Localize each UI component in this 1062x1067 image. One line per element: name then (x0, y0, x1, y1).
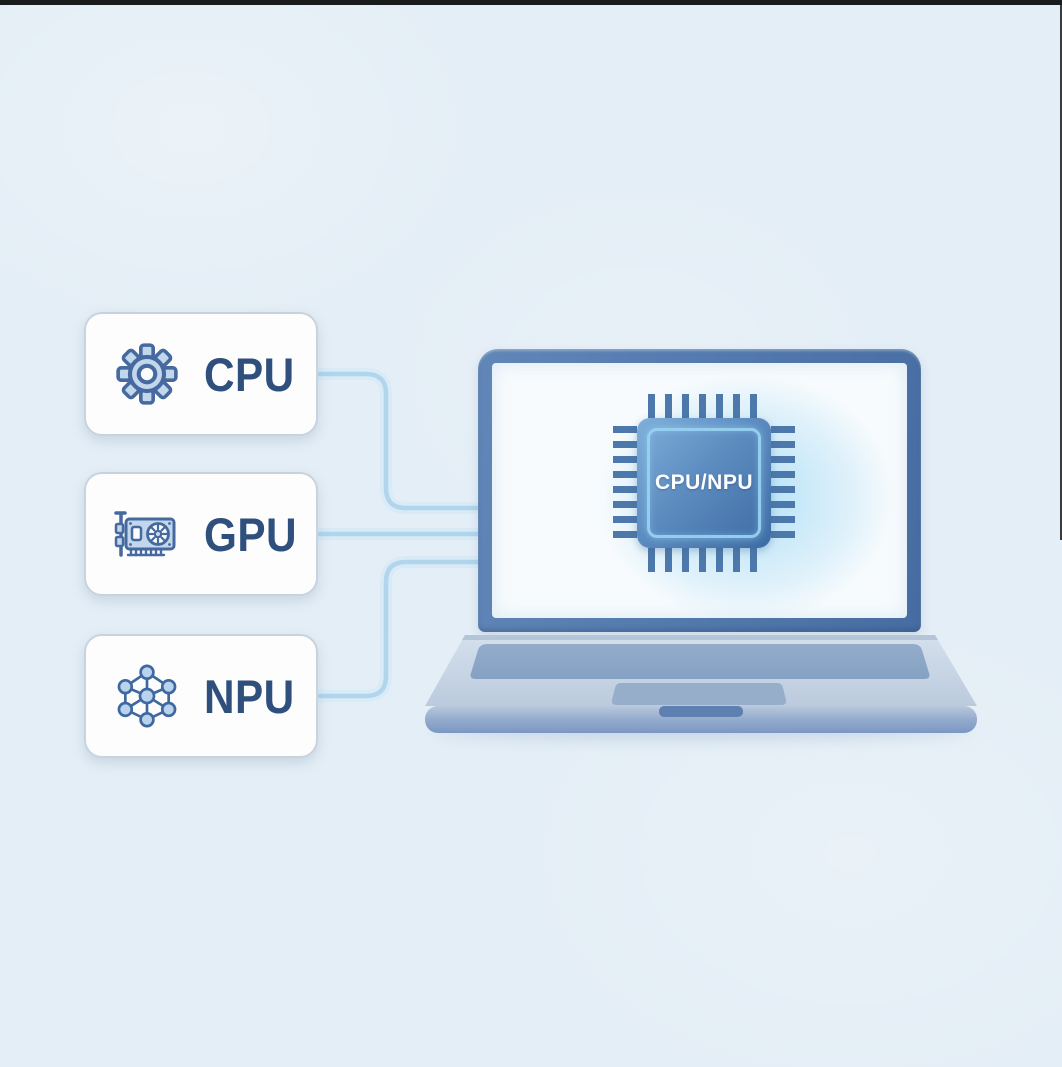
laptop-illustration: CPU/NPU (421, 345, 981, 745)
cpu-connector-line (317, 371, 563, 511)
chip-pins-right (771, 426, 795, 540)
laptop-base (425, 635, 977, 733)
npu-connector-line (317, 559, 563, 699)
node-box-npu: NPU (84, 634, 318, 758)
right-edge-artifact (1060, 0, 1062, 540)
gear-icon (116, 343, 178, 405)
chip-label: CPU/NPU (654, 471, 753, 494)
cpu-icon-slot (110, 341, 184, 407)
gpu-card-icon (114, 511, 176, 557)
chip-pins-left (613, 426, 637, 540)
top-edge-artifact (0, 0, 1062, 5)
laptop-screen: CPU/NPU (492, 363, 907, 618)
npu-icon-slot (110, 663, 184, 729)
chip-body: CPU/NPU (637, 418, 771, 548)
node-box-gpu: GPU (84, 472, 318, 596)
chip-pins-top (648, 394, 760, 418)
laptop-screen-frame: CPU/NPU (478, 349, 921, 632)
chip-inner-border (647, 428, 761, 538)
laptop-keyboard (470, 644, 930, 679)
node-label-npu: NPU (204, 669, 295, 723)
chip-pins-bottom (648, 548, 760, 572)
neural-network-icon (117, 664, 177, 728)
gpu-icon-slot (110, 504, 184, 564)
laptop-bottom-bar (425, 706, 977, 733)
node-label-cpu: CPU (204, 347, 295, 401)
node-label-gpu: GPU (204, 507, 298, 561)
node-box-cpu: CPU (84, 312, 318, 436)
chip-icon: CPU/NPU (613, 394, 795, 572)
laptop-hinge-shadow (462, 635, 938, 640)
laptop-hinge-notch (659, 706, 743, 717)
laptop-touchpad (611, 683, 787, 705)
